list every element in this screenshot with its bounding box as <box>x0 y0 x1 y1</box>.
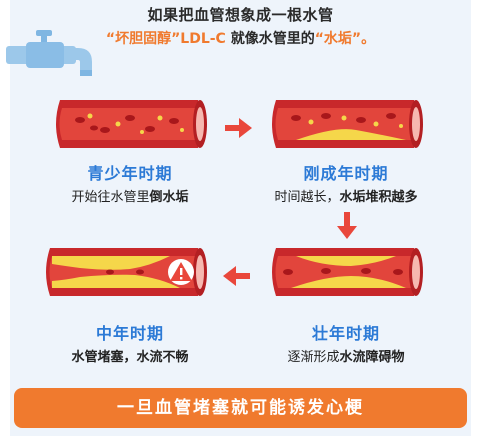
stage-desc-middle-age: 水管堵塞，水流不畅 <box>30 346 230 365</box>
stage-desc-prime-age-bold: 水流障碍物 <box>339 350 405 365</box>
stage-desc-youth-bold: 倒水垢 <box>149 190 189 205</box>
stage-title-prime-age: 壮年时期 <box>311 324 380 343</box>
stage-desc-middle-age-bold: 水管堵塞，水流不畅 <box>71 350 189 365</box>
stage-desc-young-adult: 时间越长，水垢堆积越多 <box>246 186 446 205</box>
intro-line-2: “坏胆固醇”LDL-C 就像水管里的“水垢”。 <box>0 28 481 48</box>
stage-title-young-adult: 刚成年时期 <box>303 164 389 183</box>
stage-title-middle-age: 中年时期 <box>95 324 164 343</box>
down-arrow-icon <box>337 212 357 239</box>
warning-banner: 一旦血管堵塞就可能诱发心梗 <box>14 388 467 428</box>
vessel-youth <box>56 100 207 148</box>
vessel-prime-age <box>272 248 423 296</box>
left-arrow-icon <box>223 266 250 286</box>
intro-middle-text: 就像水管里的 <box>225 31 315 47</box>
scale-term: “水垢”。 <box>314 31 376 47</box>
stage-desc-young-adult-bold: 水垢堆积越多 <box>339 190 418 205</box>
vessel-middle-age <box>46 248 207 296</box>
intro-line-1: 如果把血管想象成一根水管 <box>147 6 334 24</box>
ldl-c-term: “坏胆固醇”LDL-C <box>105 31 226 47</box>
stage-desc-young-adult-plain: 时间越长， <box>274 190 340 205</box>
right-arrow-icon <box>225 118 252 138</box>
stage-desc-youth-plain: 开始往水管里 <box>71 190 150 205</box>
stage-desc-prime-age: 逐渐形成水流障碍物 <box>246 346 446 365</box>
stage-title-youth: 青少年时期 <box>87 164 173 183</box>
faucet-icon <box>6 30 92 76</box>
stage-desc-youth: 开始往水管里倒水垢 <box>40 186 220 205</box>
stage-desc-prime-age-plain: 逐渐形成 <box>287 350 340 365</box>
warning-icon <box>168 259 194 285</box>
vessel-young-adult <box>272 100 423 148</box>
